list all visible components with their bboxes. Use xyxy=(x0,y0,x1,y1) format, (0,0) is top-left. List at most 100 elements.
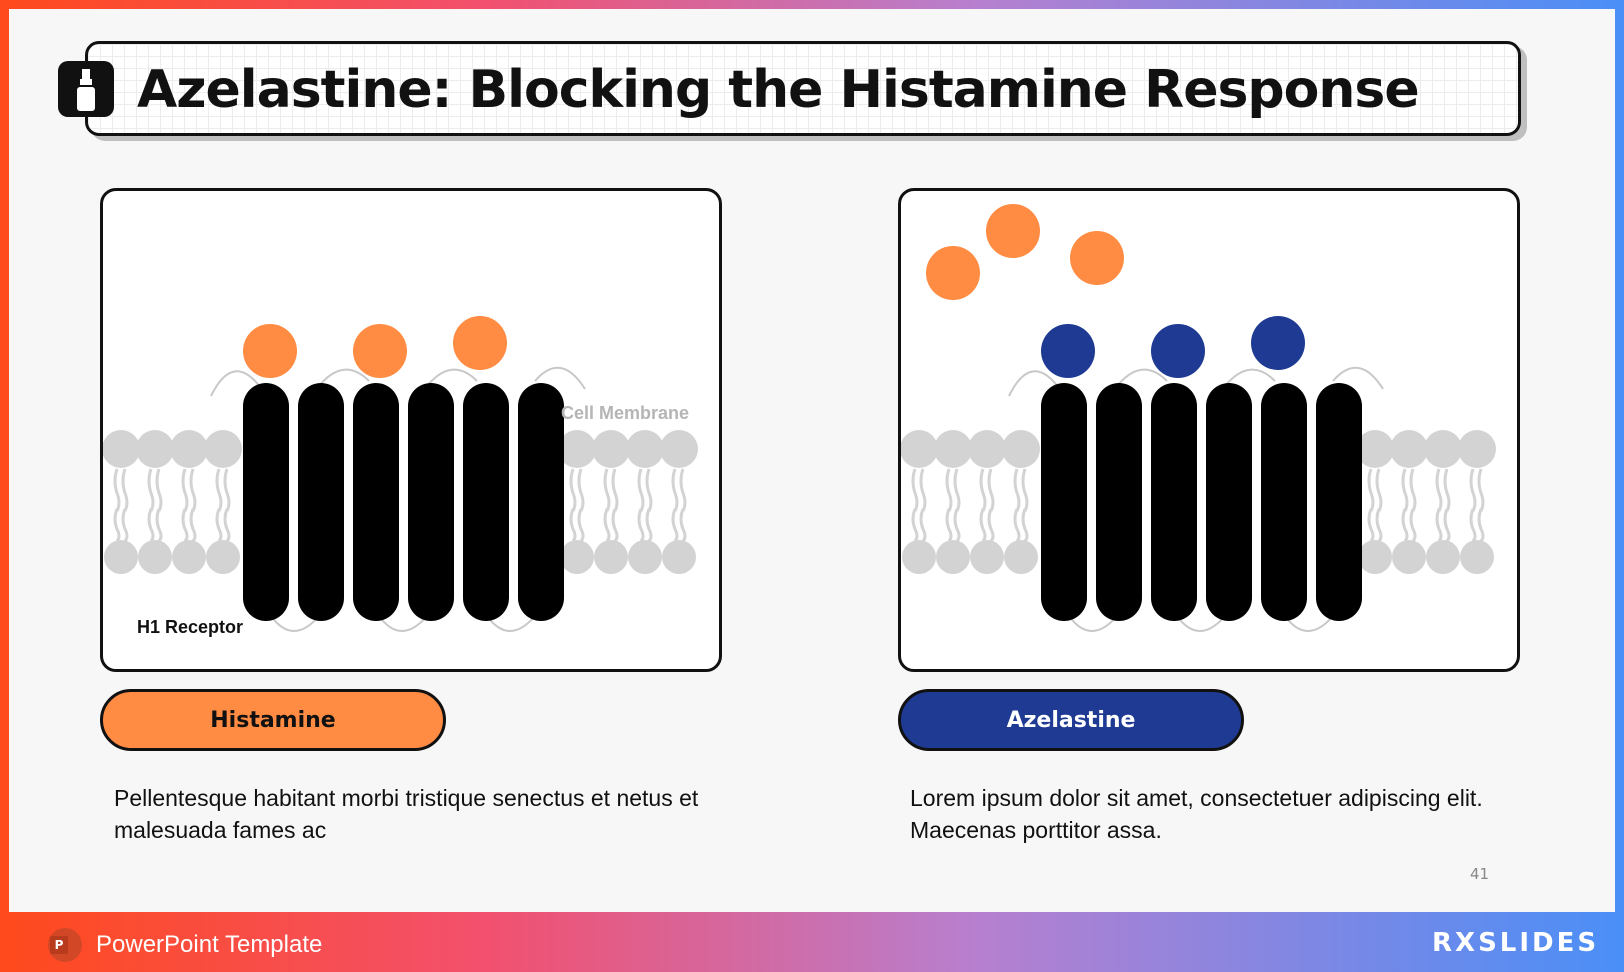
lipid-head xyxy=(138,540,172,574)
lipid-tail xyxy=(1021,508,1029,543)
lipid-tail xyxy=(1469,508,1477,543)
lipid-tail xyxy=(979,508,987,543)
azelastine-blocking-panel xyxy=(898,188,1520,672)
h1-receptor-label: H1 Receptor xyxy=(137,617,243,637)
lipid-tail xyxy=(577,508,585,543)
lipid-tail xyxy=(1435,508,1443,543)
azelastine-receptor-diagram xyxy=(901,204,1496,632)
lipid-tail xyxy=(1443,508,1451,543)
transmembrane-helix xyxy=(408,383,454,621)
lipid-tail xyxy=(987,468,995,512)
lipid-tail xyxy=(181,468,189,512)
histamine-legend: Histamine xyxy=(100,689,446,751)
lipid-tail xyxy=(637,468,645,512)
intracellular-loop xyxy=(1068,615,1118,632)
lipid-head xyxy=(628,540,662,574)
ligand-molecule xyxy=(1041,324,1095,378)
azelastine-description: Lorem ipsum dolor sit amet, consectetuer… xyxy=(910,785,1483,843)
lipid-tail xyxy=(603,468,611,512)
lipid-head xyxy=(902,540,936,574)
lipid-head xyxy=(1390,430,1428,468)
intracellular-loop xyxy=(1284,615,1334,632)
extracellular-loop xyxy=(534,366,586,390)
page-number: 41 xyxy=(1470,865,1490,883)
lipid-head xyxy=(204,430,242,468)
powerpoint-icon: P xyxy=(48,928,82,962)
cell-membrane xyxy=(901,430,1496,574)
lipid-tail xyxy=(679,468,687,512)
lipid-tail xyxy=(1469,468,1477,512)
free-histamine-molecule xyxy=(926,246,980,300)
lipid-head xyxy=(626,430,664,468)
lipid-tail xyxy=(637,508,645,543)
lipid-head xyxy=(901,430,938,468)
ligand-molecule xyxy=(453,316,507,370)
lipid-head xyxy=(594,540,628,574)
transmembrane-helix xyxy=(243,383,289,621)
lipid-head xyxy=(1426,540,1460,574)
histamine-description: Pellentesque habitant morbi tristique se… xyxy=(114,785,699,843)
lipid-head xyxy=(558,430,596,468)
lipid-tail xyxy=(911,468,919,512)
intracellular-loop xyxy=(270,615,320,632)
ligand-molecule xyxy=(243,324,297,378)
lipid-tail xyxy=(611,468,619,512)
histamine-binding-panel: Cell Membrane H1 Receptor xyxy=(100,188,722,672)
lipid-head xyxy=(170,430,208,468)
lipid-head xyxy=(592,430,630,468)
lipid-tail xyxy=(121,508,129,543)
lipid-tail xyxy=(569,468,577,512)
h1-receptor xyxy=(243,383,564,621)
lipid-tail xyxy=(1401,508,1409,543)
lipid-tail xyxy=(147,468,155,512)
lipid-tail xyxy=(155,468,163,512)
lipid-tail xyxy=(953,508,961,543)
extracellular-loop xyxy=(1224,368,1276,387)
lipid-tail xyxy=(223,468,231,512)
extracellular-loop xyxy=(1008,370,1060,397)
cell-membrane-label: Cell Membrane xyxy=(561,403,689,423)
bound-azelastine-molecules xyxy=(1041,316,1305,378)
lipid-head xyxy=(1358,540,1392,574)
transmembrane-helix xyxy=(1151,383,1197,621)
lipid-tail xyxy=(1375,468,1383,512)
page-title: Azelastine: Blocking the Histamine Respo… xyxy=(137,60,1420,120)
ligand-molecule xyxy=(353,324,407,378)
lipid-tail xyxy=(1409,508,1417,543)
lipid-tail xyxy=(215,468,223,512)
nasal-spray-icon xyxy=(58,61,114,117)
free-histamine-molecule xyxy=(986,204,1040,258)
transmembrane-helix xyxy=(298,383,344,621)
lipid-head xyxy=(1424,430,1462,468)
lipid-tail xyxy=(113,508,121,543)
lipid-tail xyxy=(113,468,121,512)
transmembrane-helix xyxy=(518,383,564,621)
lipid-head xyxy=(934,430,972,468)
lipid-head xyxy=(1356,430,1394,468)
lipid-head xyxy=(1458,430,1496,468)
intracellular-loop xyxy=(486,615,536,632)
footer-text: PowerPoint Template xyxy=(96,931,323,958)
lipid-head xyxy=(560,540,594,574)
lipid-tail xyxy=(1013,508,1021,543)
lipid-head xyxy=(136,430,174,468)
transmembrane-helix xyxy=(1206,383,1252,621)
lipid-tail xyxy=(155,508,163,543)
lipid-tail xyxy=(945,468,953,512)
lipid-head xyxy=(970,540,1004,574)
lipid-head xyxy=(936,540,970,574)
extracellular-loop xyxy=(1332,366,1384,390)
bound-histamine-molecules xyxy=(243,316,507,378)
lipid-head xyxy=(1002,430,1040,468)
intracellular-loop xyxy=(378,615,428,632)
lipid-tail xyxy=(979,468,987,512)
histamine-receptor-diagram: Cell Membrane H1 Receptor xyxy=(103,316,698,637)
brand-logo: RXSLIDES xyxy=(1432,928,1600,958)
footer-template-label: P PowerPoint Template xyxy=(48,925,322,965)
lipid-tail xyxy=(1367,468,1375,512)
lipid-tail xyxy=(147,508,155,543)
lipid-tail xyxy=(1367,508,1375,543)
lipid-tail xyxy=(1013,468,1021,512)
lipid-tail xyxy=(181,508,189,543)
lipid-tail xyxy=(611,508,619,543)
